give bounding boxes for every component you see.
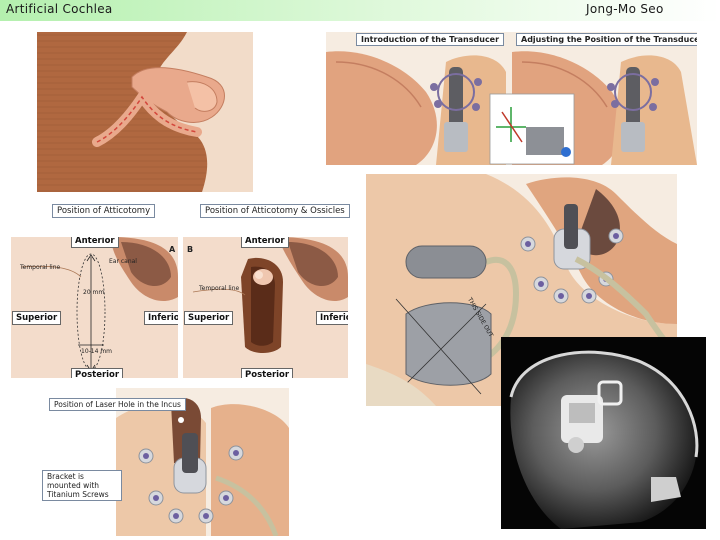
anterior-label-b: Anterior xyxy=(241,237,289,248)
posterior-label-a: Posterior xyxy=(71,368,124,378)
incision-illustration xyxy=(37,32,253,192)
header-bar: Artificial Cochlea Jong-Mo Seo xyxy=(0,0,720,21)
slide-title: Artificial Cochlea xyxy=(6,2,113,16)
inferior-label-b: Inferior xyxy=(316,311,348,325)
width-label: 10-14 mm xyxy=(81,348,113,355)
temporal-line-b: Temporal line xyxy=(199,285,240,292)
transducer-illustration: Introduction of the Transducer Adjusting… xyxy=(326,32,697,165)
superior-label-a: Superior xyxy=(12,311,62,325)
incus-bracket-illustration xyxy=(116,388,289,536)
atticotomy-title: Position of Atticotomy xyxy=(52,204,156,218)
bracket-note: Bracket is mounted with Titanium Screws xyxy=(42,470,122,501)
incus-title: Position of Laser Hole in the Incus xyxy=(49,398,186,411)
panel-letter-b: B xyxy=(187,245,194,254)
superior-label-b: Superior xyxy=(184,311,234,325)
introduction-label: Introduction of the Transducer xyxy=(356,33,505,46)
panel-letter-a: A xyxy=(169,245,176,254)
atticotomy-ossicles-title: Position of Atticotomy & Ossicles xyxy=(200,204,350,218)
adjusting-label: Adjusting the Position of the Transducer xyxy=(516,33,697,46)
atticotomy-diagram-b: Anterior Posterior Superior Inferior Tem… xyxy=(183,237,348,378)
author-name: Jong-Mo Seo xyxy=(586,2,664,16)
ear-canal-label: Ear canal xyxy=(109,258,137,265)
posterior-label-b: Posterior xyxy=(241,368,294,378)
inferior-label-a: Inferior xyxy=(144,311,178,325)
atticotomy-diagram-a: Anterior Posterior Superior Inferior Tem… xyxy=(11,237,178,378)
length-20mm-label: 20 mm xyxy=(83,289,105,296)
temporal-line-a: Temporal line xyxy=(20,264,61,271)
anterior-label-a: Anterior xyxy=(71,237,119,248)
xray-image xyxy=(501,337,706,529)
